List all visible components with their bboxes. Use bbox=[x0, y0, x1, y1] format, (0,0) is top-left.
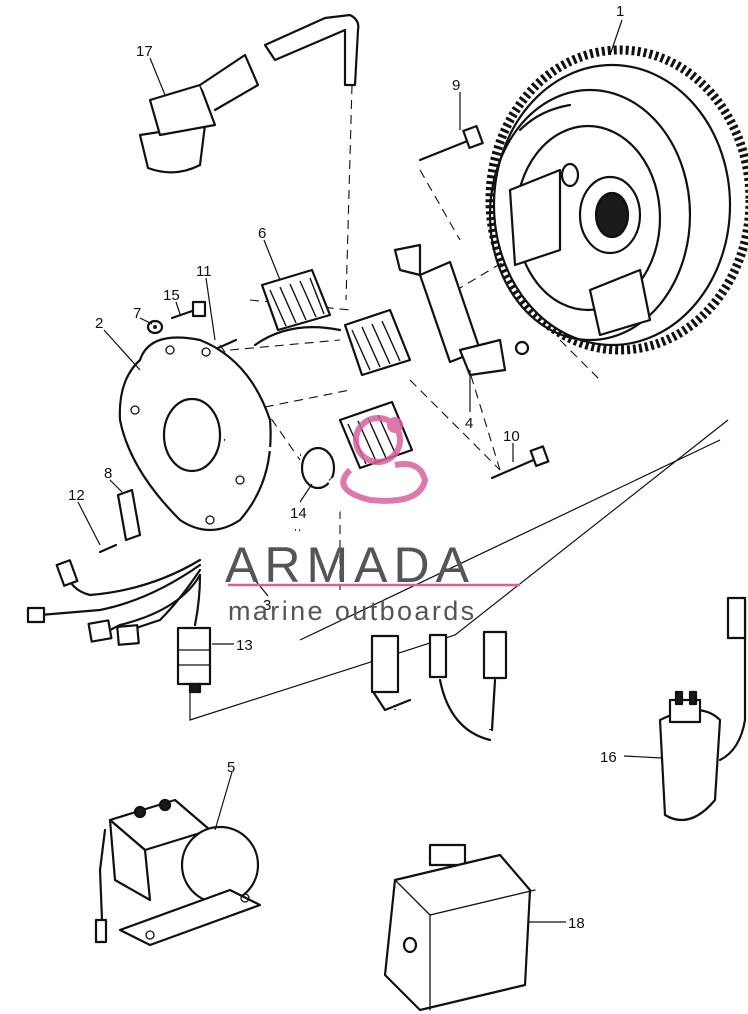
stator-base-plate bbox=[118, 336, 272, 531]
bracket-8 bbox=[116, 488, 142, 542]
grommet bbox=[223, 438, 343, 533]
ignition-coil bbox=[658, 596, 747, 822]
cdi-unit bbox=[370, 630, 536, 1012]
connector-13 bbox=[176, 626, 212, 694]
callout-11: 11 bbox=[196, 263, 212, 280]
callout-5: 5 bbox=[227, 759, 235, 776]
charging-coil-6 bbox=[253, 268, 342, 347]
callout-8: 8 bbox=[104, 465, 112, 482]
callout-3: 3 bbox=[263, 597, 271, 614]
flywheel bbox=[485, 45, 748, 355]
callouts: 1 2 3 4 5 6 7 8 9 10 11 12 13 14 15 16 1… bbox=[68, 3, 624, 932]
pulser-coil bbox=[393, 243, 530, 377]
callout-12: 12 bbox=[68, 487, 85, 504]
armada-logo-icon bbox=[340, 415, 429, 504]
wiring-harness bbox=[26, 527, 297, 646]
callout-4: 4 bbox=[465, 415, 473, 432]
relay bbox=[94, 798, 262, 947]
callout-15: 15 bbox=[163, 287, 180, 304]
callout-10: 10 bbox=[503, 428, 520, 445]
leader-lines bbox=[77, 19, 663, 923]
callout-1: 1 bbox=[616, 3, 624, 20]
callout-17: 17 bbox=[136, 43, 153, 60]
spark-plug-cap bbox=[138, 13, 360, 174]
coil-middle bbox=[343, 308, 412, 377]
screw-9 bbox=[418, 125, 484, 162]
watermark-tagline: marine outboards bbox=[228, 596, 477, 626]
screw-12 bbox=[98, 543, 118, 554]
screw-10 bbox=[490, 445, 550, 480]
callout-18: 18 bbox=[568, 915, 585, 932]
callout-13: 13 bbox=[236, 637, 253, 654]
callout-7: 7 bbox=[133, 305, 141, 322]
wiring-lines bbox=[189, 419, 729, 721]
callout-9: 9 bbox=[452, 77, 460, 94]
armada-watermark: ARMADA marine outboards bbox=[225, 415, 520, 626]
callout-14: 14 bbox=[290, 505, 307, 522]
screw-15 bbox=[170, 300, 207, 320]
callout-16: 16 bbox=[600, 749, 617, 766]
screw-11 bbox=[201, 338, 238, 357]
callout-2: 2 bbox=[95, 315, 103, 332]
watermark-brand: ARMADA bbox=[225, 537, 475, 593]
callout-6: 6 bbox=[258, 225, 266, 242]
